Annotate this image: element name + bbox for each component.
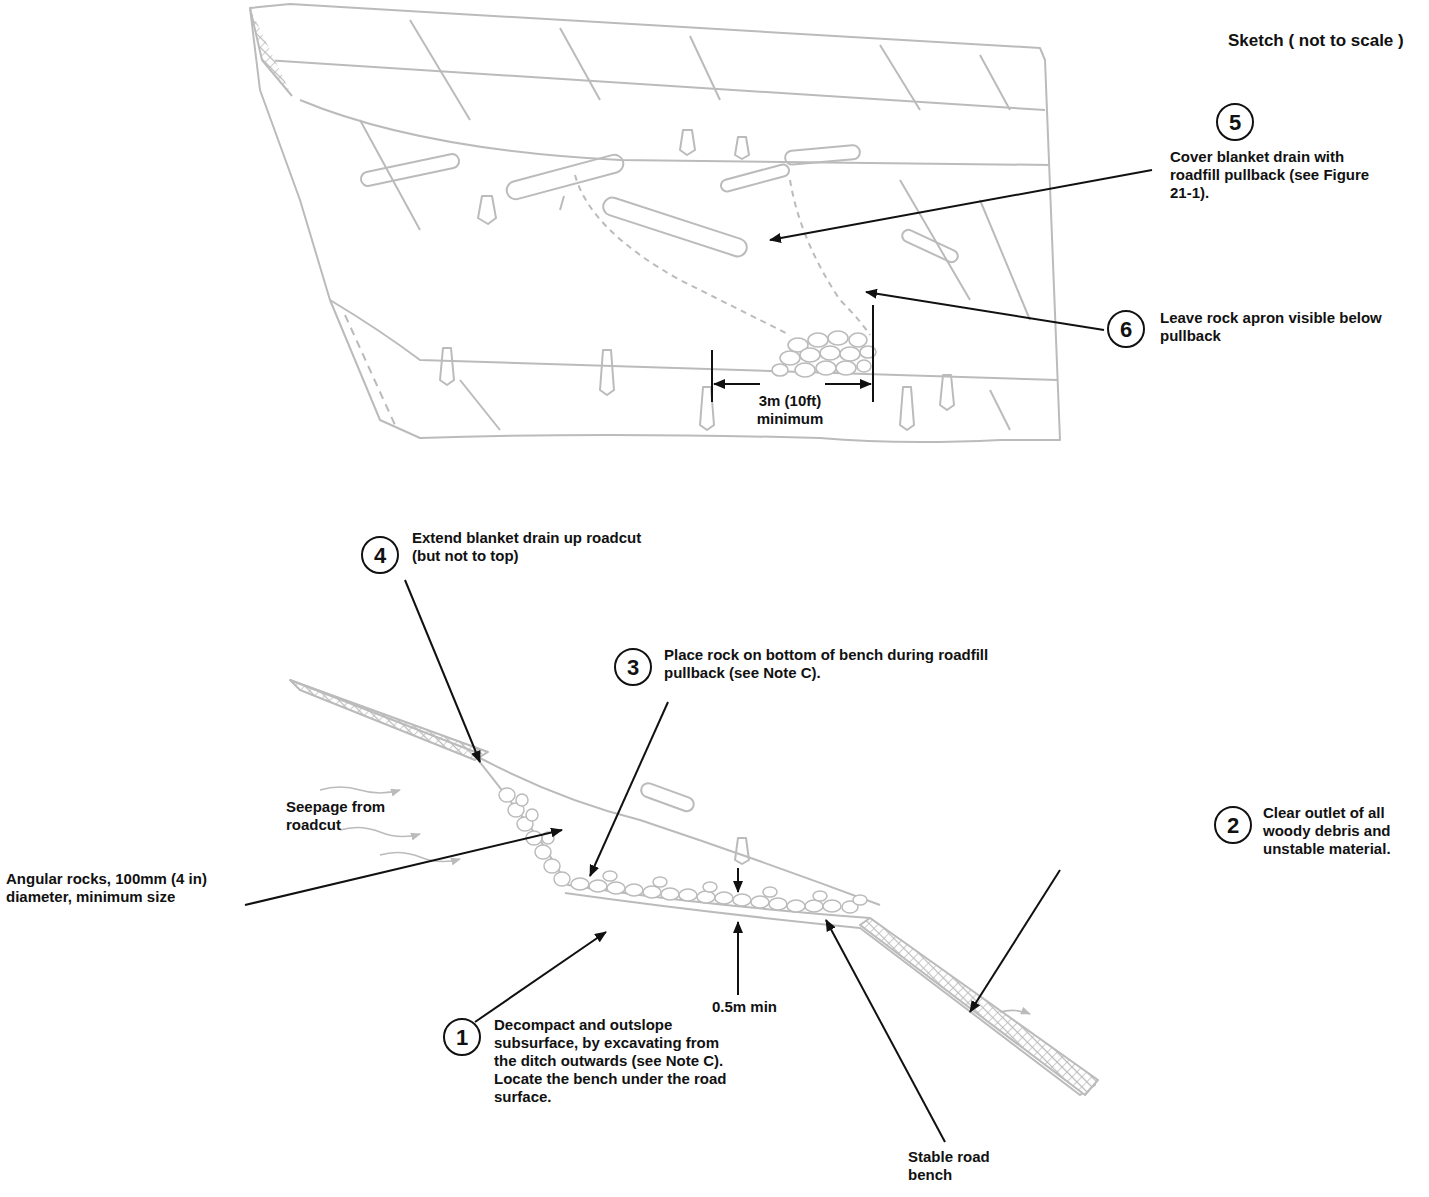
part-label: Stable road bench <box>908 1148 1018 1184</box>
dimension-label: 3m (10ft) minimum <box>735 392 845 428</box>
callout-text: Leave rock apron visible below pullback <box>1160 309 1395 345</box>
callout-number: 2 <box>1214 806 1252 844</box>
callout-number: 1 <box>443 1018 481 1056</box>
callout-number: 5 <box>1216 103 1254 141</box>
sketch-note: Sketch ( not to scale ) <box>1228 32 1423 50</box>
seepage-label: Seepage from roadcut <box>286 798 396 834</box>
callout-number: 3 <box>614 648 652 686</box>
callout-number: 4 <box>361 536 399 574</box>
callout-text: Extend blanket drain up roadcut (but not… <box>412 529 652 565</box>
material-label: Angular rocks, 100mm (4 in) diameter, mi… <box>6 870 238 906</box>
callout-text: Place rock on bottom of bench during roa… <box>664 646 1024 682</box>
callout-text: Cover blanket drain with roadfill pullba… <box>1170 148 1370 202</box>
dimension-label: 0.5m min <box>712 998 802 1016</box>
callout-text: Clear outlet of all woody debris and uns… <box>1263 804 1423 858</box>
callout-number: 6 <box>1107 310 1145 348</box>
callout-text: Decompact and outslope subsurface, by ex… <box>494 1016 734 1106</box>
